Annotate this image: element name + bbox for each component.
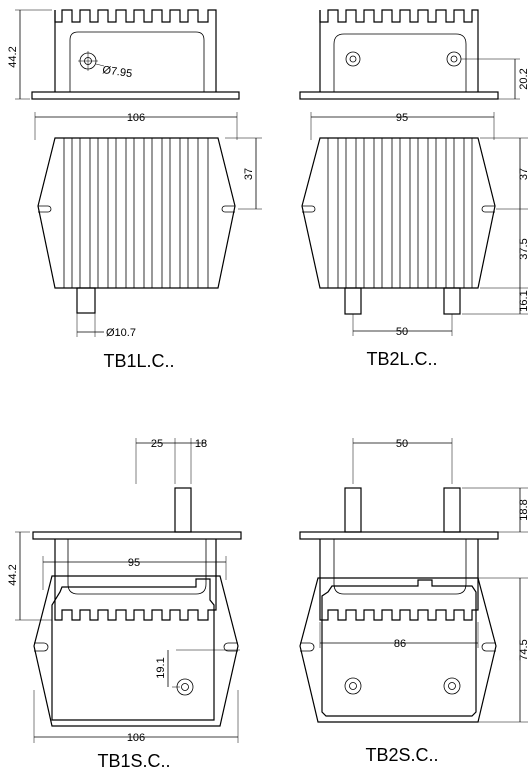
tb2s-side-view: 50 18.8 86 — [299, 438, 530, 650]
tb2l-side-dim: 20.2 — [518, 68, 530, 89]
tb1l-height-dim: 44.2 — [7, 46, 19, 67]
tb1s-top-dim: 95 — [128, 557, 140, 569]
tb1s-a-dim: 25 — [151, 438, 163, 450]
tb1l-fins — [63, 138, 209, 288]
tb1s-top-view: 95 19.1 106 — [33, 556, 240, 744]
tb1l-drawing: Ø7.95 44.2 106 — [7, 9, 262, 371]
tb2l-fins — [327, 138, 473, 288]
tb1l-front-view: 106 — [34, 112, 262, 339]
tb1l-side-view: Ø7.95 44.2 — [7, 9, 240, 100]
tb2l-width-dim: 95 — [396, 112, 408, 124]
tb2l-d1-dim: 37 — [518, 168, 530, 180]
tb2l-drawing: 20.2 95 — [299, 9, 530, 369]
tb2s-label: TB2S.C.. — [365, 745, 438, 765]
tb1l-width-dim: 106 — [127, 112, 145, 124]
tb1s-b-dim: 18 — [195, 438, 207, 450]
tb1s-hole-dim: 19.1 — [155, 657, 167, 678]
tb2l-label: TB2L.C.. — [366, 349, 437, 369]
tb1s-label: TB1S.C.. — [97, 751, 170, 771]
tb1l-stem-dim: Ø10.7 — [106, 327, 136, 339]
tb2s-width-dim: 86 — [394, 638, 406, 650]
tb2l-d3-dim: 16.1 — [518, 290, 530, 311]
tb2l-spacing-dim: 50 — [396, 326, 408, 338]
tb2s-top-view: 74.5 — [299, 577, 530, 723]
tb1l-half-dim: 37 — [243, 168, 255, 180]
tb2l-side-view: 20.2 — [299, 9, 530, 100]
tb1s-height-dim: 44.2 — [7, 564, 19, 585]
tb2s-stem-dim: 18.8 — [518, 499, 530, 520]
tb2s-height-dim: 74.5 — [518, 639, 530, 660]
tb1s-bottom-dim: 106 — [127, 732, 145, 744]
tb1l-label: TB1L.C.. — [103, 351, 174, 371]
tb2s-drawing: 50 18.8 86 74.5 — [299, 438, 530, 765]
tb1s-side-view: 25 18 44.2 — [7, 438, 242, 621]
tb2s-spacing-dim: 50 — [396, 438, 408, 450]
tb2l-d2-dim: 37.5 — [518, 238, 530, 259]
tb1s-drawing: 25 18 44.2 95 19.1 — [7, 438, 242, 771]
tb1l-hole-dim: Ø7.95 — [102, 64, 133, 80]
tb2l-front-view: 95 — [301, 112, 530, 338]
